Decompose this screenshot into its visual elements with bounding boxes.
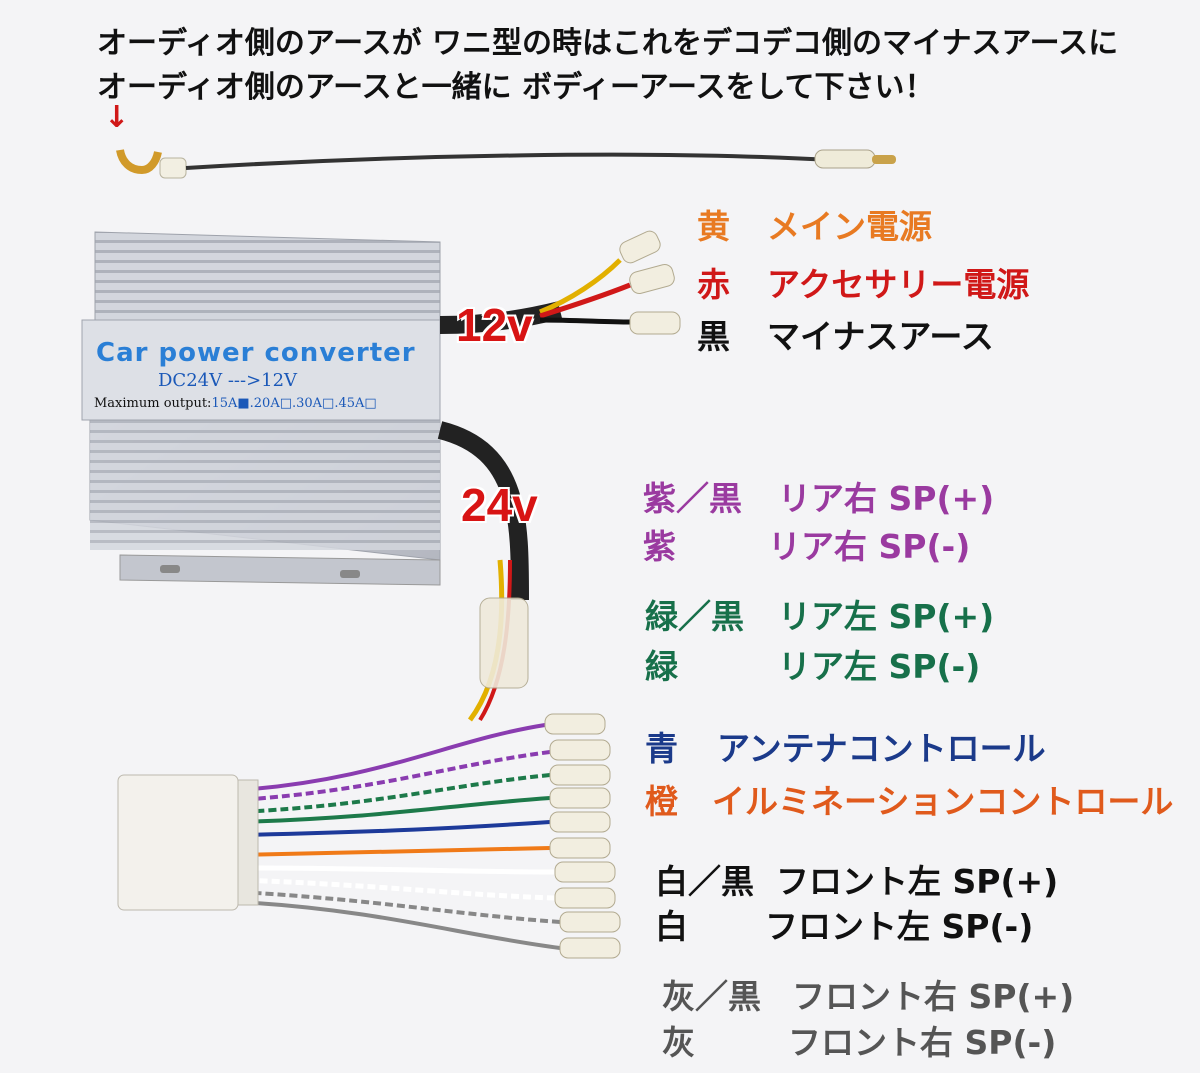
ground-wire <box>116 149 896 179</box>
harness-connector <box>117 774 239 911</box>
wire-color-name: 灰／黒 <box>662 977 761 1016</box>
wire-color-name: 緑 <box>645 647 678 686</box>
max-output-label: Maximum output: <box>94 396 212 411</box>
note-line-2: オーディオ側のアースと一緒に ボディーアースをして下さい！ <box>97 70 935 105</box>
signal-wires <box>117 713 621 959</box>
wire-color-name: 黄 <box>697 207 730 246</box>
max-output-options: 15A■.20A□.30A□.45A□ <box>211 396 377 411</box>
input-harness <box>437 421 529 722</box>
wire-color-name: 赤 <box>697 265 730 304</box>
wire-color-name: 白／黒 <box>655 862 754 901</box>
converter-body <box>81 231 441 586</box>
wire-function: リア右 SP(-) <box>768 527 971 566</box>
wire-color-name: 青 <box>645 729 678 768</box>
converter-title: Car power converter <box>96 338 416 368</box>
wire-function: フロント左 SP(-) <box>765 907 1034 946</box>
converter-max-output: Maximum output:15A■.20A□.30A□.45A□ <box>94 396 377 411</box>
wire-color-name: 灰 <box>662 1023 695 1062</box>
voltage-12v: 12v <box>456 299 533 351</box>
wire-function: リア左 SP(-) <box>778 647 981 686</box>
wire-color-name: 紫／黒 <box>643 479 742 518</box>
wire-function: アクセサリー電源 <box>767 265 1030 304</box>
wire-function: リア右 SP(+) <box>778 479 995 518</box>
voltage-24v: 24v <box>461 479 538 531</box>
wire-function: アンテナコントロール <box>717 729 1046 768</box>
wire-function: フロント左 SP(+) <box>776 862 1059 901</box>
wire-color-name: 紫 <box>643 527 676 566</box>
wire-function: メイン電源 <box>767 207 932 246</box>
wire-color-name: 橙 <box>645 782 678 821</box>
wire-function: イルミネーションコントロール <box>712 782 1174 821</box>
down-arrow-icon: ↓ <box>104 100 130 135</box>
wire-function: フロント右 SP(-) <box>788 1023 1057 1062</box>
converter-subtitle: DC24V --->12V <box>158 370 298 391</box>
wire-function: フロント右 SP(+) <box>792 977 1075 1016</box>
output-harness <box>439 230 681 335</box>
wire-color-name: 緑／黒 <box>645 597 744 636</box>
wire-color-name: 黒 <box>697 317 730 356</box>
wire-color-name: 白 <box>655 907 688 946</box>
wire-function: マイナスアース <box>767 317 994 356</box>
wire-function: リア左 SP(+) <box>778 597 995 636</box>
note-line-1: オーディオ側のアースが ワニ型の時はこれをデコデコ側のマイナスアースに <box>97 26 1119 61</box>
